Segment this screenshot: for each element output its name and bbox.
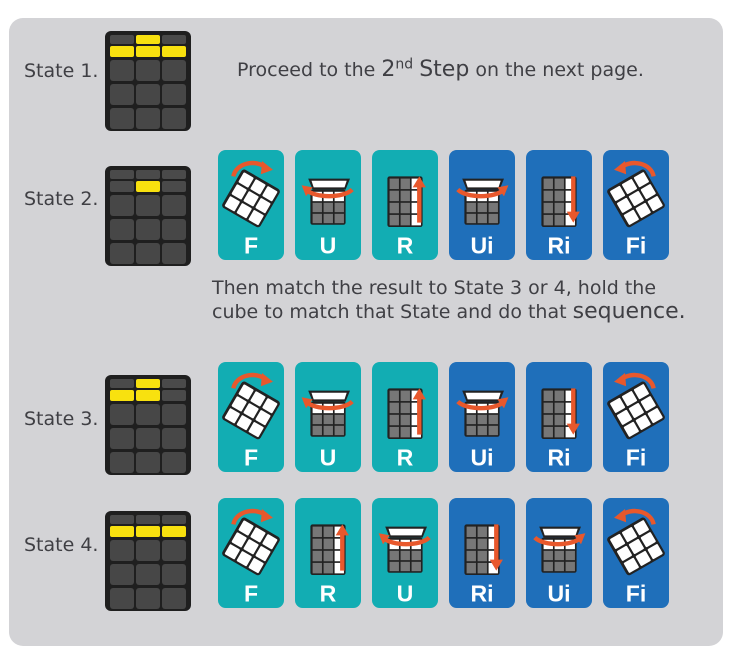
move-card-f: F: [218, 362, 284, 472]
move-label: Fi: [626, 580, 647, 606]
move-label: Fi: [626, 232, 647, 258]
instruction-line-2a: cube to match that State and do that: [212, 301, 573, 323]
move-label: Ri: [547, 232, 570, 258]
cube-state-3: [104, 374, 192, 476]
cube-state-4: [104, 510, 192, 612]
state-1-label: State 1.: [24, 60, 99, 82]
move-card-ri: Ri: [526, 362, 592, 472]
step-word: Step: [419, 57, 470, 82]
cube-state-1: [104, 30, 192, 132]
move-card-fi: Fi: [603, 362, 669, 472]
move-card-r: R: [295, 498, 361, 608]
move-card-r: R: [372, 150, 438, 260]
instruction-line-2: cube to match that State and do that seq…: [212, 300, 686, 324]
move-card-ri: Ri: [449, 498, 515, 608]
move-card-f: F: [218, 498, 284, 608]
move-label: F: [244, 580, 258, 606]
move-label: Fi: [626, 444, 647, 470]
proceed-after: on the next page.: [469, 59, 644, 81]
move-card-r: R: [372, 362, 438, 472]
proceed-before: Proceed to the: [237, 59, 382, 81]
step-number: 2: [381, 57, 396, 82]
cube-state-2: [104, 165, 192, 267]
move-label: U: [397, 580, 414, 606]
move-card-u: U: [295, 150, 361, 260]
proceed-text: Proceed to the 2nd Step on the next page…: [237, 58, 644, 82]
move-card-u: U: [295, 362, 361, 472]
move-label: F: [244, 444, 258, 470]
state-2-label: State 2.: [24, 188, 99, 210]
move-card-f: F: [218, 150, 284, 260]
move-card-ui: Ui: [449, 362, 515, 472]
move-card-ri: Ri: [526, 150, 592, 260]
move-label: F: [244, 232, 258, 258]
state-3-label: State 3.: [24, 408, 99, 430]
move-label: R: [320, 580, 337, 606]
move-label: Ui: [547, 580, 570, 606]
move-card-ui: Ui: [449, 150, 515, 260]
move-label: Ui: [470, 232, 493, 258]
move-label: U: [320, 444, 337, 470]
instruction-sequence-word: sequence.: [572, 299, 686, 324]
move-card-fi: Fi: [603, 498, 669, 608]
move-label: Ri: [547, 444, 570, 470]
move-label: U: [320, 232, 337, 258]
move-label: R: [397, 232, 414, 258]
move-label: R: [397, 444, 414, 470]
move-card-u: U: [372, 498, 438, 608]
instruction-line-1: Then match the result to State 3 or 4, h…: [212, 277, 657, 299]
move-label: Ri: [470, 580, 493, 606]
move-label: Ui: [470, 444, 493, 470]
state-4-label: State 4.: [24, 534, 99, 556]
move-card-ui: Ui: [526, 498, 592, 608]
step-suffix: nd: [395, 56, 414, 73]
move-card-fi: Fi: [603, 150, 669, 260]
